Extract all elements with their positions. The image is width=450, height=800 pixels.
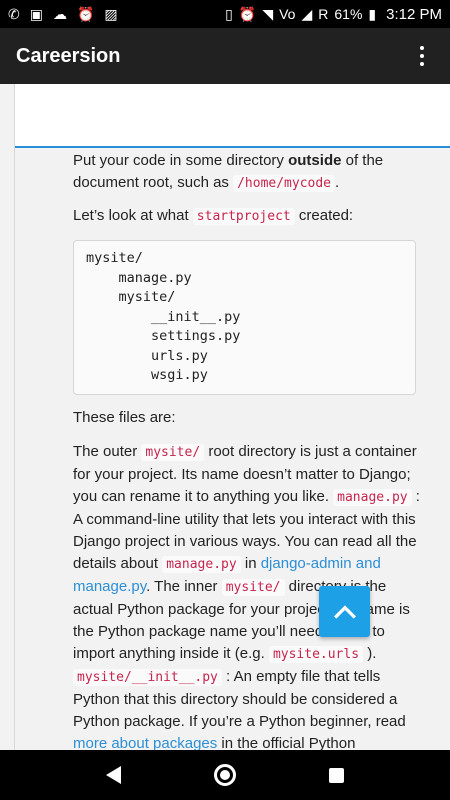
link-more-about-packages[interactable]: more about packages: [73, 734, 218, 751]
recents-icon[interactable]: [328, 767, 344, 783]
status-bar: ✆ ▣ ☁ ⏰ ▨ ▯ ⏰ ◥ Vo ◢ R 61% ▮ 3:12 PM: [0, 0, 450, 28]
battery-percent: 61%: [334, 6, 363, 22]
signal-icon: ◢: [301, 6, 313, 22]
link-django-admin[interactable]: django-admin and manage.py: [73, 554, 381, 595]
app-bar: Careersion: [0, 28, 450, 84]
wifi-icon: ◥: [262, 6, 274, 22]
inline-code: manage.py: [333, 488, 412, 506]
home-icon[interactable]: [213, 764, 236, 786]
paragraph: These files are:: [73, 408, 176, 426]
inline-code: /home/mycode: [233, 175, 336, 192]
back-icon[interactable]: [106, 766, 122, 784]
inline-code: startproject: [192, 208, 295, 225]
divider: [14, 84, 15, 750]
overflow-menu-icon[interactable]: [410, 40, 434, 72]
image-icon: ▨: [104, 6, 118, 22]
inline-code: mysite/__init__.py: [73, 668, 222, 686]
paragraph: The outer mysite/ root directory is just…: [73, 442, 420, 751]
battery-icon: ▮: [368, 6, 377, 22]
code-block: mysite/ manage.py mysite/ __init__.py se…: [73, 240, 416, 395]
article: Put your code in some directory outside …: [15, 150, 450, 750]
inline-code: mysite/: [141, 443, 205, 461]
sim-icon: ▣: [29, 6, 43, 22]
inline-code: mysite.urls: [268, 645, 364, 663]
paragraph: Let’s look at what startproject created:: [73, 207, 354, 225]
clock: 3:12 PM: [386, 5, 442, 23]
navigation-bar: [0, 750, 450, 800]
cloud-icon: ☁: [52, 6, 67, 22]
inline-code: mysite/: [221, 578, 285, 596]
inline-code: manage.py: [162, 555, 241, 573]
article-text: Put your code in some directory outside …: [73, 150, 423, 750]
scroll-to-top-button[interactable]: [319, 586, 370, 637]
volte-icon: Vo: [279, 6, 296, 22]
app-title: Careersion: [16, 44, 121, 67]
header-block: [15, 84, 450, 148]
carrier-letter: R: [318, 6, 329, 22]
alarm-icon: ⏰: [76, 6, 95, 22]
alarm-icon: ⏰: [238, 6, 257, 22]
whatsapp-icon: ✆: [8, 6, 20, 22]
paragraph: Put your code in some directory outside …: [73, 152, 384, 192]
bold-text: outside: [288, 152, 342, 169]
content-area: Put your code in some directory outside …: [0, 84, 450, 750]
chevron-up-icon: [333, 604, 356, 619]
vibrate-icon: ▯: [225, 6, 233, 22]
